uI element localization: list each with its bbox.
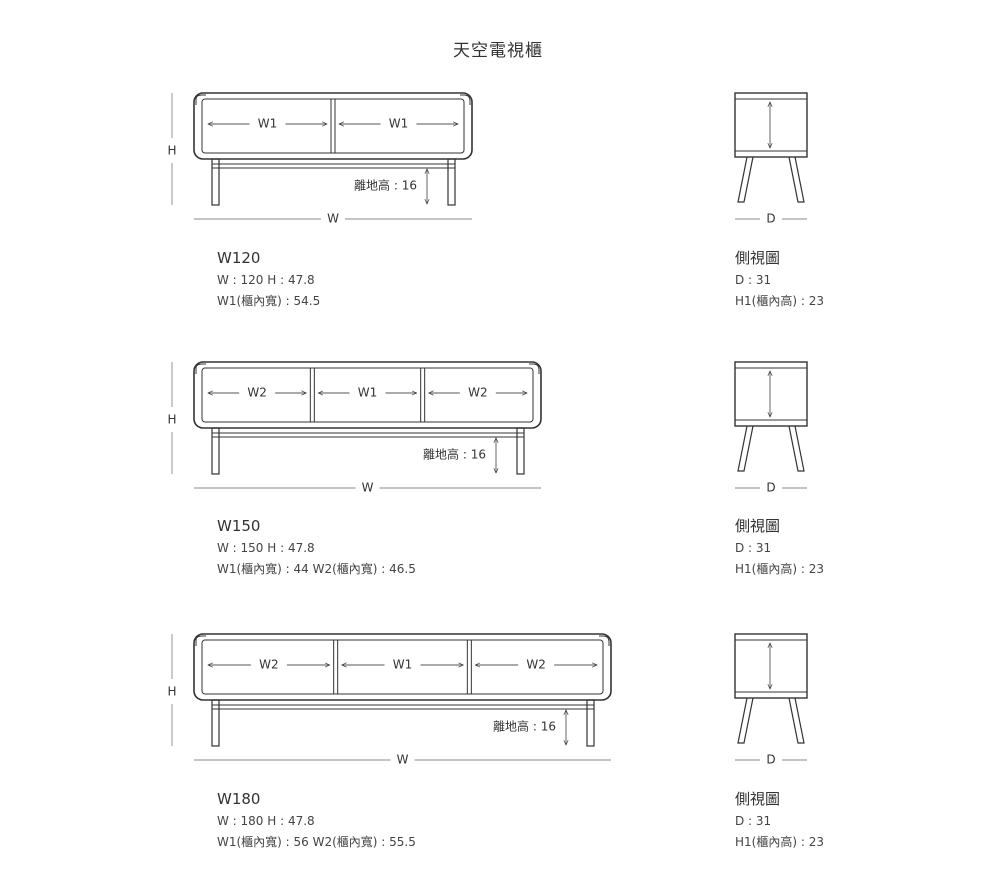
leg <box>516 427 525 475</box>
depth-label: D <box>766 212 775 226</box>
side-leg <box>788 697 805 744</box>
front-view-w180: W2 W1 W2 離地高 : 16 H W <box>167 633 612 767</box>
side-inner-height: H1(櫃內高) : 23 <box>735 562 824 576</box>
corner-detail <box>195 363 206 374</box>
side-block-w150: 側視圖 D : 31 H1(櫃內高) : 23 <box>735 514 824 580</box>
corner-detail <box>195 635 206 646</box>
side-depth: D : 31 <box>735 273 772 287</box>
model-inner-width: W1(櫃內寬) : 54.5 <box>217 294 321 308</box>
leg <box>211 699 220 747</box>
model-name: W150 <box>217 517 261 535</box>
side-depth: D : 31 <box>735 541 772 555</box>
dim-label-bg <box>459 385 496 401</box>
cabinet-inner-frame <box>201 98 465 154</box>
floor-height-label: 離地高 : 16 <box>354 178 417 193</box>
side-leg <box>737 425 754 472</box>
model-spec: W : 180 H : 47.8 <box>217 814 315 828</box>
dim-label-bg <box>249 116 286 132</box>
leg <box>447 158 456 206</box>
height-label: H <box>167 144 176 158</box>
corner-detail <box>460 94 471 105</box>
side-leg <box>788 425 805 472</box>
spec-block-w120: W120 W : 120 H : 47.8 W1(櫃內寬) : 54.5 <box>217 246 320 312</box>
dim-label-bg <box>380 116 417 132</box>
compartment-width-label: W1 <box>393 658 413 672</box>
dim-label-bg <box>250 657 287 673</box>
side-leg <box>788 156 805 203</box>
page-title: 天空電視櫃 <box>453 41 543 61</box>
leg <box>586 699 595 747</box>
depth-label: D <box>766 753 775 767</box>
side-inner-height: H1(櫃內高) : 23 <box>735 294 824 308</box>
model-spec: W : 120 H : 47.8 <box>217 273 315 287</box>
side-block-w120: 側視圖 D : 31 H1(櫃內高) : 23 <box>735 246 824 312</box>
model-name: W180 <box>217 790 261 808</box>
floor-height-label: 離地高 : 16 <box>493 719 556 734</box>
front-view-w150: W2 W1 W2 離地高 : 16 H W <box>167 361 542 495</box>
spec-block-w150: W150 W : 150 H : 47.8 W1(櫃內寬) : 44 W2(櫃內… <box>217 514 416 580</box>
cabinet-body <box>193 92 473 160</box>
side-depth: D : 31 <box>735 814 772 828</box>
side-view-w120: D <box>734 92 808 226</box>
side-leg <box>737 697 754 744</box>
model-inner-width: W1(櫃內寬) : 56 W2(櫃內寬) : 55.5 <box>217 835 416 849</box>
side-inner-height: H1(櫃內高) : 23 <box>735 835 824 849</box>
side-view-title: 側視圖 <box>735 249 781 267</box>
floor-height-label: 離地高 : 16 <box>423 447 486 462</box>
model-spec: W : 150 H : 47.8 <box>217 541 315 555</box>
front-view-w120: W1 W1 離地高 : 16 H W <box>167 92 473 226</box>
model-inner-width: W1(櫃內寬) : 44 W2(櫃內寬) : 46.5 <box>217 562 416 576</box>
height-label: H <box>167 413 176 427</box>
side-leg <box>737 156 754 203</box>
cabinet-inner-frame <box>201 639 604 695</box>
cabinet-body <box>193 361 542 429</box>
corner-detail <box>195 94 206 105</box>
side-block-w180: 側視圖 D : 31 H1(櫃內高) : 23 <box>735 787 824 853</box>
compartment-width-label: W2 <box>247 386 267 400</box>
dim-label-bg <box>349 385 386 401</box>
leg <box>211 427 220 475</box>
spec-block-w180: W180 W : 180 H : 47.8 W1(櫃內寬) : 56 W2(櫃內… <box>217 787 416 853</box>
side-view-title: 側視圖 <box>735 790 781 808</box>
cabinet-inner-frame <box>201 367 534 423</box>
compartment-width-label: W2 <box>468 386 488 400</box>
corner-detail <box>599 635 610 646</box>
leg <box>211 158 220 206</box>
compartment-width-label: W2 <box>526 658 546 672</box>
side-body <box>734 92 808 158</box>
dim-label-bg <box>384 657 421 673</box>
width-label: W <box>397 753 409 767</box>
compartment-width-label: W1 <box>358 386 378 400</box>
compartment-width-label: W1 <box>258 117 278 131</box>
compartment-width-label: W1 <box>389 117 409 131</box>
width-label: W <box>327 212 339 226</box>
depth-label: D <box>766 481 775 495</box>
height-label: H <box>167 685 176 699</box>
model-name: W120 <box>217 249 261 267</box>
dim-label-bg <box>239 385 276 401</box>
dim-label-bg <box>518 657 555 673</box>
compartment-width-label: W2 <box>259 658 279 672</box>
width-label: W <box>362 481 374 495</box>
side-view-w180: D <box>734 633 808 767</box>
side-body <box>734 633 808 699</box>
side-body <box>734 361 808 427</box>
corner-detail <box>529 363 540 374</box>
cabinet-body <box>193 633 612 701</box>
side-view-w150: D <box>734 361 808 495</box>
side-view-title: 側視圖 <box>735 517 781 535</box>
